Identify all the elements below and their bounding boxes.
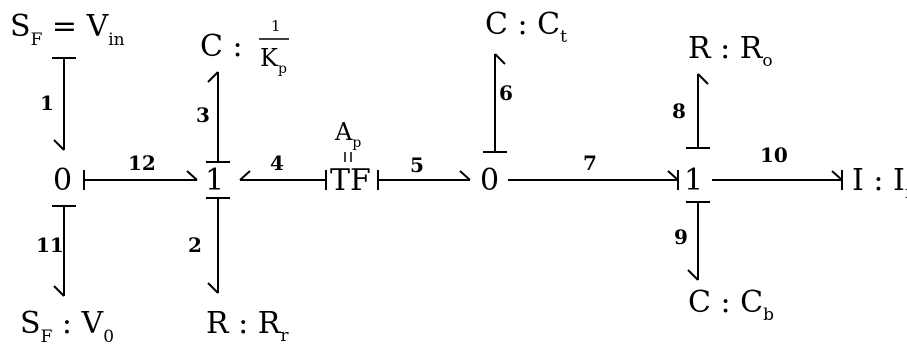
svg-text:Ap: Ap (334, 118, 361, 151)
bond-12: 12 (83, 151, 198, 190)
svg-text:1: 1 (40, 91, 54, 115)
bond-5: 5 (377, 153, 471, 190)
resistance-rr-label: R : Rr (206, 306, 289, 346)
svg-text:Kp: Kp (260, 44, 287, 77)
svg-text:12: 12 (128, 151, 156, 175)
bond-6: 6 (483, 53, 513, 153)
one-junction-left: 1 (205, 163, 224, 198)
zero-junction-left: 0 (53, 163, 72, 198)
zero-junction-middle: 0 (480, 163, 499, 198)
capacitance-cb-label: C : Cb (688, 285, 774, 325)
svg-text:TF: TF (330, 163, 371, 198)
svg-text:11: 11 (36, 233, 64, 257)
one-junction-right: 1 (684, 163, 703, 198)
bond-7: 7 (508, 151, 679, 190)
svg-text:9: 9 (674, 225, 688, 249)
svg-text:C :: C : (200, 29, 243, 64)
svg-text:1: 1 (271, 17, 281, 35)
capacitance-kp-label: C : 1 Kp (200, 17, 289, 77)
inertia-if-label: I : If (852, 163, 907, 203)
bond-10: 10 (712, 143, 843, 190)
resistance-ro-label: R : Ro (688, 31, 773, 71)
bond-4: 4 (239, 151, 327, 190)
svg-text:4: 4 (270, 151, 284, 175)
bond-2: 2 (188, 197, 230, 294)
svg-text:10: 10 (760, 143, 788, 167)
svg-text:7: 7 (583, 151, 597, 175)
bond-8: 8 (672, 73, 710, 149)
svg-text:5: 5 (410, 153, 424, 177)
svg-text:2: 2 (188, 233, 202, 257)
transformer-node: Ap TF (330, 118, 371, 198)
svg-text:8: 8 (672, 99, 686, 123)
svg-text:6: 6 (499, 81, 513, 105)
bond-1: 1 (40, 57, 76, 151)
flow-source-zero-label: SF : V0 (20, 306, 114, 347)
flow-source-input-label: SF = Vin (10, 9, 125, 50)
bond-9: 9 (674, 201, 710, 281)
bond-3: 3 (196, 71, 230, 163)
bond-11: 11 (36, 205, 76, 297)
svg-text:3: 3 (196, 103, 210, 127)
capacitance-ct-label: C : Ct (485, 7, 567, 47)
